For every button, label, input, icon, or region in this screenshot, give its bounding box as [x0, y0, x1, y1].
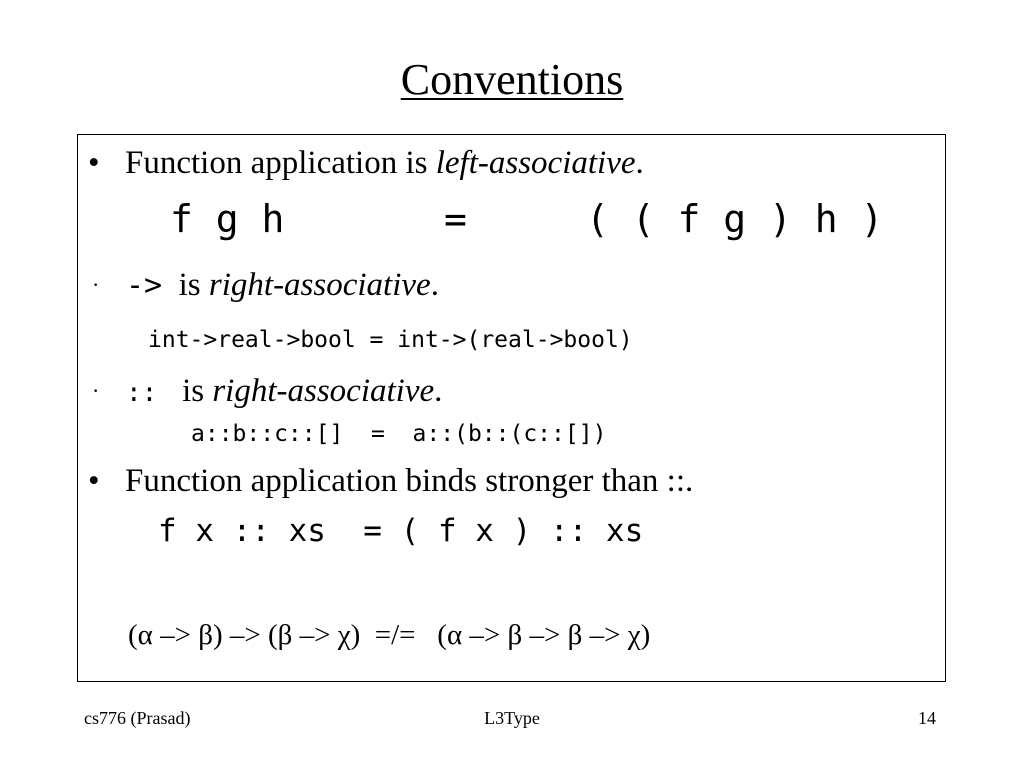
example-precedence-code: f x :: xs = ( f x ) :: xs [158, 513, 644, 549]
bullet-punct: . [434, 373, 443, 409]
bullet-marker: • [88, 145, 100, 181]
arrow-operator: -> [126, 268, 163, 303]
content-box: • Function application is left-associati… [77, 134, 946, 682]
bullet-marker: · [92, 378, 100, 403]
bullet-emphasis: right-associative [212, 373, 435, 409]
slide-title: Conventions [400, 55, 624, 104]
bullet-emphasis: left-associative [435, 145, 636, 181]
bullet-text: is [182, 373, 213, 409]
bullet-punct: . [430, 267, 439, 303]
cons-operator: :: [126, 378, 158, 408]
bullet-precedence: Function application binds stronger than… [125, 463, 694, 499]
example-equals: = [444, 197, 467, 241]
bullet-emphasis: right-associative [208, 267, 431, 303]
bullet-text: Function application is [125, 145, 436, 181]
example-arrow-code: int->real->bool = int->(real->bool) [148, 327, 633, 353]
bullet-marker: • [88, 463, 100, 499]
footer-lecture: L3Type [484, 708, 540, 728]
bullet-punct: . [635, 145, 644, 181]
footer-course: cs776 (Prasad) [84, 708, 191, 728]
bullet-arrow-assoc: -> is right-associative. [126, 265, 439, 306]
type-formula: (α –> β) –> (β –> χ) =/= (α –> β –> β –>… [128, 619, 651, 651]
bullet-marker: · [92, 272, 100, 297]
bullet-text: is [178, 267, 209, 303]
example-rhs: ( ( f g ) h ) [586, 197, 884, 241]
bullet-left-assoc: Function application is left-associative… [125, 143, 644, 183]
bullet-cons-assoc: :: is right-associative. [126, 371, 442, 413]
example-lhs: f g h [170, 197, 285, 241]
footer-page-number: 14 [918, 708, 936, 728]
example-cons-code: a::b::c::[] = a::(b::(c::[]) [191, 421, 607, 447]
